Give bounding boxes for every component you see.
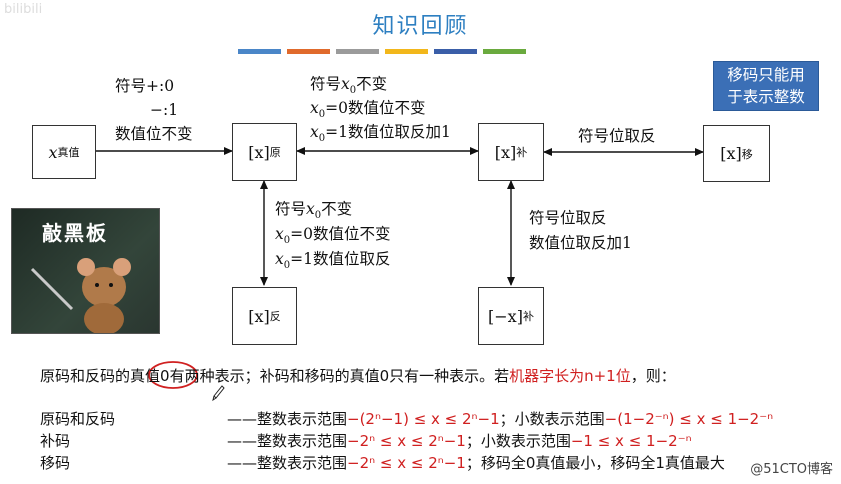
row-detail: ——整数表示范围−2ⁿ ≤ x ≤ 2ⁿ−1；移码全0真值最小，移码全1真值最大: [227, 452, 725, 474]
rule-var: x: [306, 200, 315, 218]
intro-text: 有两种表示；补码和移码的真值0只有一种表示。若: [169, 367, 510, 385]
box-biased: [x]移: [703, 125, 770, 182]
blackboard-photo: 敲黑板: [11, 208, 160, 334]
row-sep: ；移码全0真值最小，移码全1真值最大: [465, 454, 725, 472]
pen-cursor-icon: [212, 385, 225, 402]
rule-sub: 0: [283, 260, 291, 272]
callout-line-1: 移码只能用: [727, 66, 805, 84]
rule-text: 符号: [275, 200, 307, 218]
color-bar: [238, 49, 281, 54]
row-int-range: −2ⁿ ≤ x ≤ 2ⁿ−1: [347, 454, 466, 472]
box-true-value-main: x: [48, 142, 58, 162]
rule-var: x: [310, 123, 319, 141]
row-int-range: −2ⁿ ≤ x ≤ 2ⁿ−1: [347, 432, 466, 450]
rule-text: 不变: [321, 200, 353, 218]
rule-var: x: [275, 225, 284, 243]
box-true-value-sub: 真值: [57, 146, 80, 159]
row-frac-range: −(1−2⁻ⁿ) ≤ x ≤ 1−2⁻ⁿ: [604, 410, 774, 428]
bilibili-watermark: bilibili: [4, 2, 43, 17]
red-circle-mark: [148, 361, 198, 389]
label-ones-rule-2: x0=0数值位不变: [275, 223, 390, 252]
row-name: 原码和反码: [40, 410, 116, 428]
summary-row: 补码 ——整数表示范围−2ⁿ ≤ x ≤ 2ⁿ−1；小数表示范围−1 ≤ x ≤…: [40, 430, 800, 452]
row-dash: ——整数表示范围: [227, 454, 348, 472]
rule-text: =1数值位取反: [290, 250, 391, 268]
rule-var: x: [310, 99, 319, 117]
row-dash: ——整数表示范围: [227, 410, 348, 428]
photo-caption: 敲黑板: [42, 221, 108, 245]
rule-sub: 0: [349, 85, 357, 97]
row-name: 移码: [40, 454, 71, 472]
box-sign-magnitude: [x]原: [232, 123, 297, 181]
callout-line-2: 于表示整数: [727, 88, 805, 106]
label-sign-minus: −:1: [150, 101, 179, 119]
summary-row: 移码 ——整数表示范围−2ⁿ ≤ x ≤ 2ⁿ−1；移码全0真值最小，移码全1真…: [40, 452, 800, 474]
box-ones-complement-sub: 反: [269, 310, 281, 323]
rule-sub: 0: [283, 235, 291, 247]
box-twos-complement-sub: 补: [516, 146, 528, 159]
rule-sub: 0: [318, 133, 326, 145]
label-ones-rule-1: 符号x0不变: [275, 198, 352, 227]
row-dash: ——整数表示范围: [227, 432, 348, 450]
51cto-watermark: @51CTO博客: [750, 462, 833, 477]
label-ones-rule-3: x0=1数值位取反: [275, 248, 390, 277]
box-twos-complement: [x]补: [478, 123, 544, 181]
box-neg-twos-complement: [−x]补: [478, 287, 544, 345]
box-sign-magnitude-main: [x]: [248, 142, 270, 162]
box-ones-complement-main: [x]: [248, 306, 270, 326]
color-bar: [385, 49, 428, 54]
label-value-unchanged: 数值位不变: [115, 125, 193, 143]
rule-text: =0数值位不变: [290, 225, 391, 243]
summary-row: 原码和反码 ——整数表示范围−(2ⁿ−1) ≤ x ≤ 2ⁿ−1；小数表示范围−…: [40, 408, 800, 430]
box-neg-twos-complement-sub: 补: [522, 310, 534, 323]
row-frac-range: −1 ≤ x ≤ 1−2⁻ⁿ: [570, 432, 692, 450]
box-twos-complement-main: [x]: [494, 142, 517, 162]
box-biased-sub: 移: [741, 147, 753, 161]
box-sign-magnitude-sub: 原: [269, 146, 281, 159]
box-neg-twos-complement-main: [−x]: [488, 306, 523, 326]
color-bar: [287, 49, 330, 54]
rule-var: x: [341, 75, 350, 93]
label-sign-plus: 符号+:0: [115, 77, 175, 95]
rule-text: =0数值位不变: [325, 99, 426, 117]
row-detail: ——整数表示范围−2ⁿ ≤ x ≤ 2ⁿ−1；小数表示范围−1 ≤ x ≤ 1−…: [227, 430, 692, 452]
page-title: 知识回顾: [372, 14, 469, 39]
title-color-bars: [238, 49, 526, 54]
label-twos-rule-3: x0=1数值位取反加1: [310, 121, 451, 150]
rule-text: =1数值位取反加1: [325, 123, 451, 141]
label-negtwos-rule-2: 数值位取反加1: [529, 234, 632, 252]
row-name: 补码: [40, 432, 71, 450]
box-biased-main: [x]: [720, 144, 742, 163]
label-twos-rule-2: x0=0数值位不变: [310, 97, 425, 126]
summary-intro: 原码和反码的真值0有两种表示；补码和移码的真值0只有一种表示。若机器字长为n+1…: [40, 365, 676, 387]
color-bar: [434, 49, 477, 54]
rule-sub: 0: [314, 210, 322, 222]
rule-sub: 0: [318, 109, 326, 121]
row-sep: ；小数表示范围: [465, 432, 571, 450]
row-int-range: −(2ⁿ−1) ≤ x ≤ 2ⁿ−1: [347, 410, 500, 428]
intro-text: 原码和反码的: [40, 367, 131, 385]
box-ones-complement: [x]反: [232, 287, 297, 345]
intro-text: 真值0: [130, 367, 170, 385]
rule-text: 符号: [310, 75, 342, 93]
color-bar: [483, 49, 526, 54]
label-negtwos-rule-1: 符号位取反: [529, 209, 607, 227]
intro-text: ，则：: [630, 367, 676, 385]
mouse-illustration: [30, 258, 131, 333]
rule-var: x: [275, 250, 284, 268]
color-bar: [336, 49, 379, 54]
row-detail: ——整数表示范围−(2ⁿ−1) ≤ x ≤ 2ⁿ−1；小数表示范围−(1−2⁻ⁿ…: [227, 408, 773, 430]
rule-text: 不变: [356, 75, 388, 93]
label-biased-rule: 符号位取反: [578, 127, 656, 145]
row-sep: ；小数表示范围: [499, 410, 605, 428]
callout-biased-integer-only: 移码只能用 于表示整数: [713, 61, 819, 111]
intro-highlight: 机器字长为n+1位: [509, 367, 631, 385]
label-twos-rule-1: 符号x0不变: [310, 73, 387, 102]
